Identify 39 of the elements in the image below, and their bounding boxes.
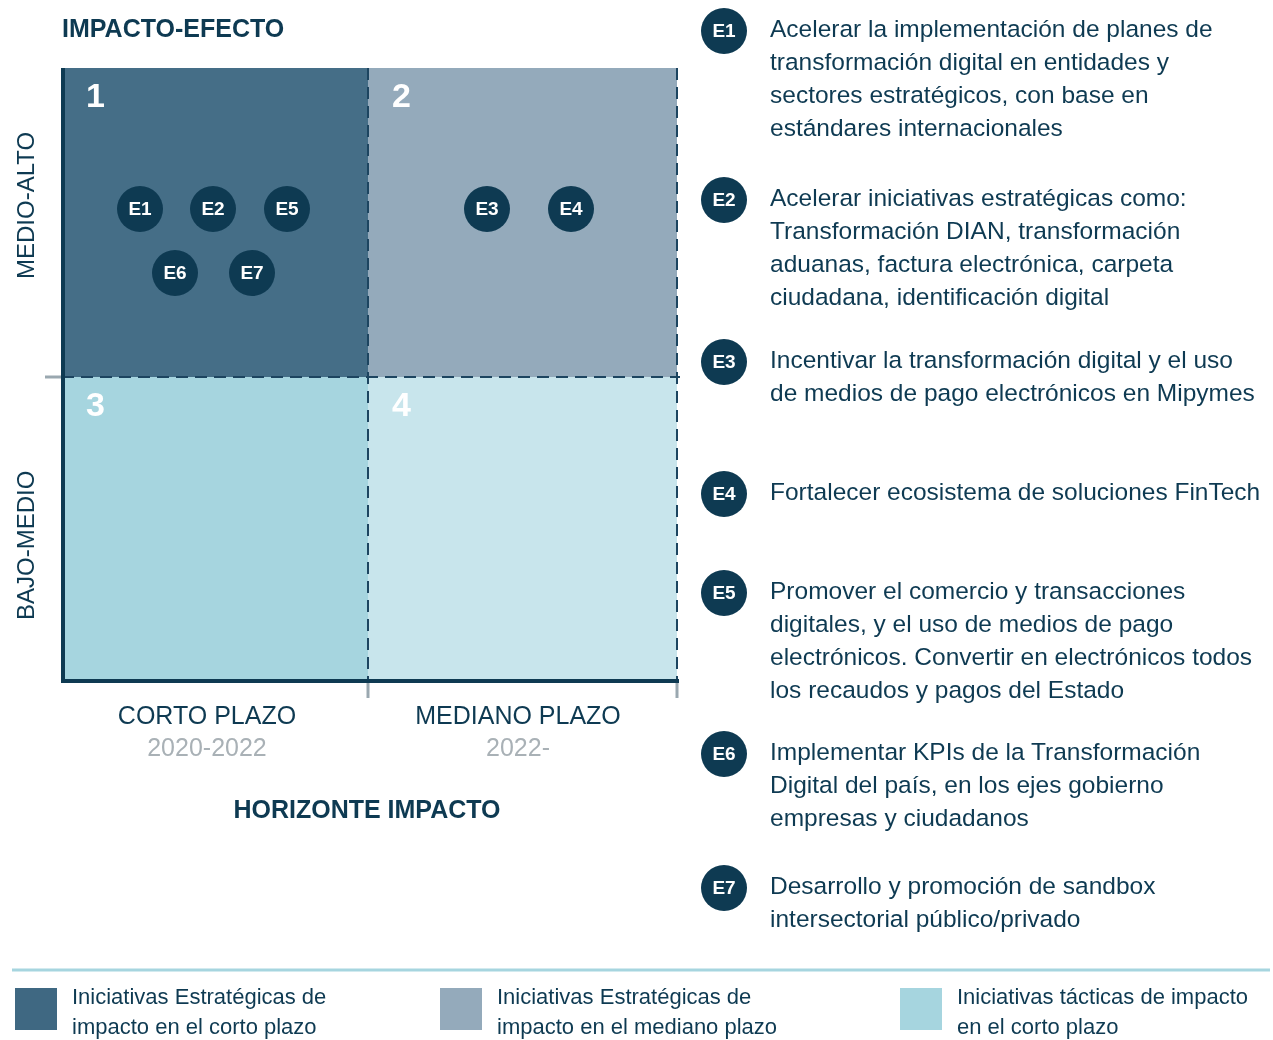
initiative-badge: E7 xyxy=(701,865,747,911)
period-label: 2020-2022 xyxy=(146,735,268,760)
legend-label: Iniciativas tácticas de impacto en el corto plazo xyxy=(957,983,1250,1040)
axis-category-label: MEDIANO PLAZO xyxy=(414,703,622,728)
initiative-badge: E1 xyxy=(117,186,163,232)
quadrant-panel xyxy=(368,377,677,680)
initiative-badge: E2 xyxy=(190,186,236,232)
quadrant-number: 2 xyxy=(392,78,411,112)
initiative-badge: E3 xyxy=(701,339,747,385)
initiative-badge: E5 xyxy=(701,570,747,616)
axis-label: BAJO-MEDIO xyxy=(12,469,40,622)
initiative-badge: E2 xyxy=(701,177,747,223)
legend-label: Iniciativas Estratégicas de impacto en el corto plazo xyxy=(72,983,328,1040)
initiative-badge: E4 xyxy=(701,471,747,517)
description-text: Acelerar iniciativas estratégicas como: Transformación DIAN, transformación aduanas, factura electrónica, carpeta ciudadana, identificación digital xyxy=(770,183,1188,312)
legend-label: Iniciativas Estratégicas de impacto en el mediano plazo xyxy=(497,983,779,1040)
axis-label: MEDIO-ALTO xyxy=(12,130,40,281)
quadrant-number: 1 xyxy=(86,78,105,112)
initiative-badge: E5 xyxy=(264,186,310,232)
description-text: Desarrollo y promoción de sandbox intersectorial público/privado xyxy=(770,871,1157,934)
quadrant-panel xyxy=(62,377,368,680)
description-text: Incentivar la transformación digital y el uso de medios de pago electrónicos en Mipymes xyxy=(770,345,1256,408)
initiative-badge: E7 xyxy=(229,250,275,296)
chart-title: IMPACTO-EFECTO xyxy=(62,16,285,41)
description-text: Fortalecer ecosistema de soluciones FinTech xyxy=(770,477,1262,507)
initiative-badge: E3 xyxy=(464,186,510,232)
axis-title: HORIZONTE IMPACTO xyxy=(232,797,502,822)
period-label: 2022- xyxy=(485,735,551,760)
quadrant-panel xyxy=(62,68,368,377)
axis-category-label: CORTO PLAZO xyxy=(116,703,298,728)
quadrant-number: 3 xyxy=(86,387,105,421)
initiative-badge: E6 xyxy=(152,250,198,296)
description-text: Acelerar la implementación de planes de transformación digital en entidades y sectores estratégicos, con base en estándares internacionales xyxy=(770,14,1214,143)
description-text: Implementar KPIs de la Transformación Digital del país, en los ejes gobierno empresas y ciudadanos xyxy=(770,737,1202,833)
initiative-badge: E6 xyxy=(701,731,747,777)
quadrant-panel xyxy=(368,68,677,377)
initiative-badge: E4 xyxy=(548,186,594,232)
description-text: Promover el comercio y transacciones digitales, y el uso de medios de pago electrónicos. Convertir en electrónicos todos los recaudos y pagos del Estado xyxy=(770,576,1254,705)
initiative-badge: E1 xyxy=(701,8,747,54)
